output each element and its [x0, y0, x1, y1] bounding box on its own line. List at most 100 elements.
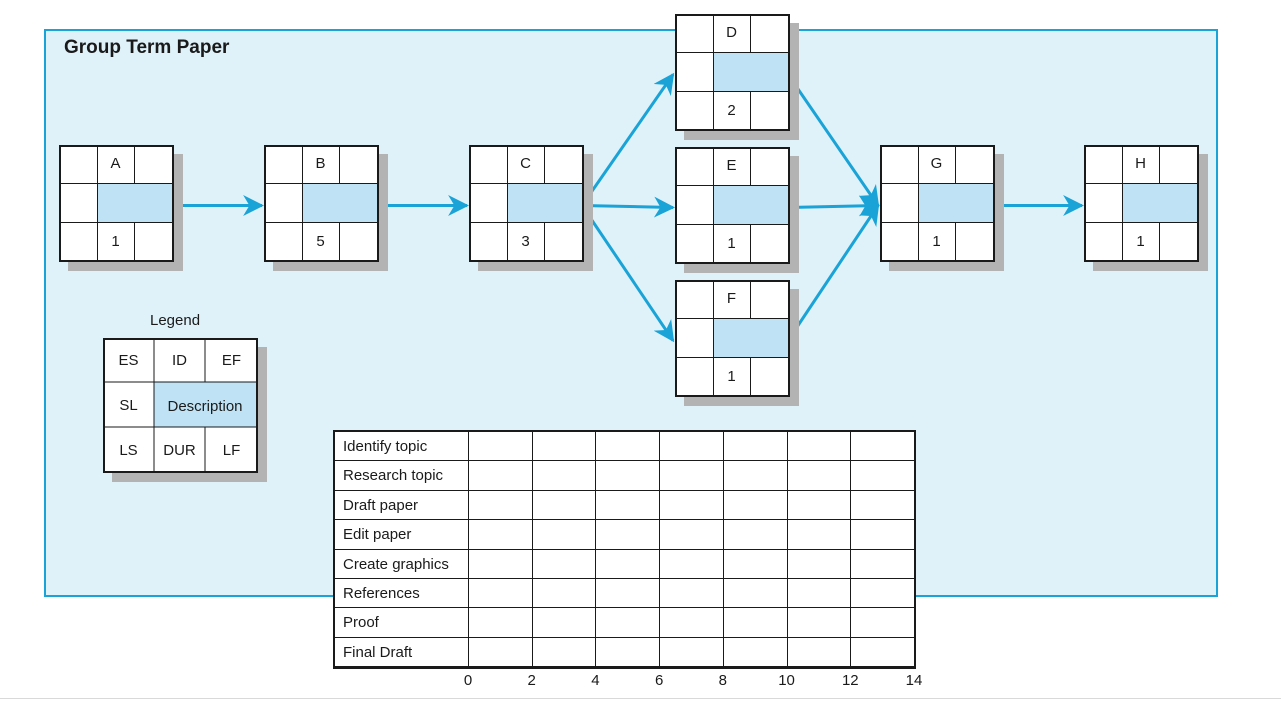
node-highlight: [713, 185, 788, 224]
node-divider: [544, 145, 545, 183]
gantt-row-label: Final Draft: [343, 643, 413, 661]
gantt-row-label: Draft paper: [343, 496, 419, 514]
node-divider: [339, 145, 340, 183]
activity-node-h: HSubmitPaper1: [1084, 145, 1208, 271]
node-divider: [750, 357, 751, 397]
node-id: H: [1135, 155, 1146, 172]
legend-ef: EF: [221, 352, 242, 369]
gantt-gridline: [786, 432, 788, 667]
gantt-tick-label: 6: [654, 672, 664, 689]
node-divider: [918, 145, 919, 262]
activity-node-f: FReferences1: [675, 280, 799, 406]
node-duration: 1: [111, 233, 120, 250]
node-divider: [469, 222, 582, 223]
gantt-tick-label: 12: [841, 672, 859, 689]
gantt-row-label: Create graphics: [343, 555, 449, 573]
gantt-gridline: [914, 432, 915, 667]
legend-dur: DUR: [163, 442, 196, 459]
node-highlight: [507, 183, 582, 222]
node-divider: [339, 222, 340, 262]
node-divider: [750, 224, 751, 264]
node-divider: [713, 280, 714, 397]
node-id: E: [726, 157, 737, 174]
node-divider: [1084, 222, 1197, 223]
node-divider: [713, 14, 714, 131]
legend-grid: [103, 338, 258, 473]
node-divider: [1122, 145, 1123, 262]
node-divider: [59, 222, 172, 223]
gantt-gridline: [595, 432, 597, 667]
node-divider: [750, 91, 751, 131]
gantt-tick-label: 14: [905, 672, 923, 689]
node-highlight: [918, 183, 993, 222]
gantt-row-label: Identify topic: [343, 438, 428, 455]
node-divider: [713, 147, 714, 264]
node-duration: 1: [1136, 233, 1145, 250]
node-duration: 1: [727, 235, 736, 252]
legend-title: Legend: [150, 312, 201, 329]
bottom-divider: [0, 698, 1281, 699]
gantt-tick-label: 10: [778, 672, 795, 689]
diagram-title: Group Term Paper: [64, 37, 230, 58]
legend-description: Description: [167, 398, 243, 415]
node-divider: [955, 145, 956, 183]
node-duration: 1: [932, 233, 941, 250]
activity-node-a: AIdentifytopic1: [59, 145, 183, 271]
activity-node-g: GProof1: [880, 145, 1004, 271]
node-id: G: [930, 155, 943, 172]
node-highlight: [1122, 183, 1197, 222]
gantt-gridline: [722, 432, 724, 667]
activity-node-d: DEditpaper2: [675, 14, 799, 140]
node-highlight: [97, 183, 172, 222]
gantt-row: Edit paper: [335, 520, 914, 550]
gantt-row: References: [335, 579, 914, 609]
gantt-row: Proof: [335, 608, 914, 638]
legend-sl: SL: [119, 397, 138, 414]
node-duration: 2: [727, 102, 736, 119]
node-divider: [469, 183, 582, 184]
gantt-tick-label: 0: [463, 672, 473, 689]
node-divider: [955, 222, 956, 262]
gantt-row-label: Edit paper: [343, 526, 412, 544]
node-highlight: [302, 183, 377, 222]
gantt-row: Final Draft: [335, 638, 914, 667]
gantt-gridline: [468, 432, 469, 667]
node-id: B: [315, 155, 326, 172]
node-divider: [675, 52, 788, 53]
node-divider: [507, 145, 508, 262]
gantt-row: Identify topic: [335, 432, 914, 462]
gantt-gridline: [659, 432, 661, 667]
gantt-row: Create graphics: [335, 550, 914, 579]
gantt-row-label: Research topic: [343, 467, 444, 485]
gantt-gridline: [850, 432, 852, 667]
node-divider: [675, 224, 788, 225]
node-divider: [675, 357, 788, 358]
node-divider: [97, 145, 98, 262]
legend-box: ES ID EF SL Description LS DUR LF: [103, 338, 267, 482]
node-id: F: [726, 290, 737, 307]
legend-ls: LS: [119, 442, 138, 459]
node-divider: [1084, 183, 1197, 184]
legend-es: ES: [118, 352, 139, 369]
node-divider: [1159, 145, 1160, 183]
node-divider: [264, 222, 377, 223]
node-divider: [750, 147, 751, 185]
node-divider: [880, 222, 993, 223]
gantt-tick-label: 2: [527, 672, 536, 689]
activity-node-b: BResearchtopic5: [264, 145, 388, 271]
node-id: C: [520, 155, 531, 172]
node-divider: [134, 145, 135, 183]
node-divider: [1159, 222, 1160, 262]
gantt-row: Draft paper: [335, 491, 914, 521]
node-divider: [544, 222, 545, 262]
legend-id: ID: [172, 352, 187, 369]
gantt-row-label: Proof: [343, 614, 379, 632]
activity-node-c: CDraftpaper3: [469, 145, 593, 271]
node-id: D: [726, 24, 737, 41]
node-divider: [675, 91, 788, 92]
node-highlight: [713, 52, 788, 91]
node-duration: 3: [521, 233, 530, 250]
node-divider: [880, 183, 993, 184]
node-divider: [750, 14, 751, 52]
